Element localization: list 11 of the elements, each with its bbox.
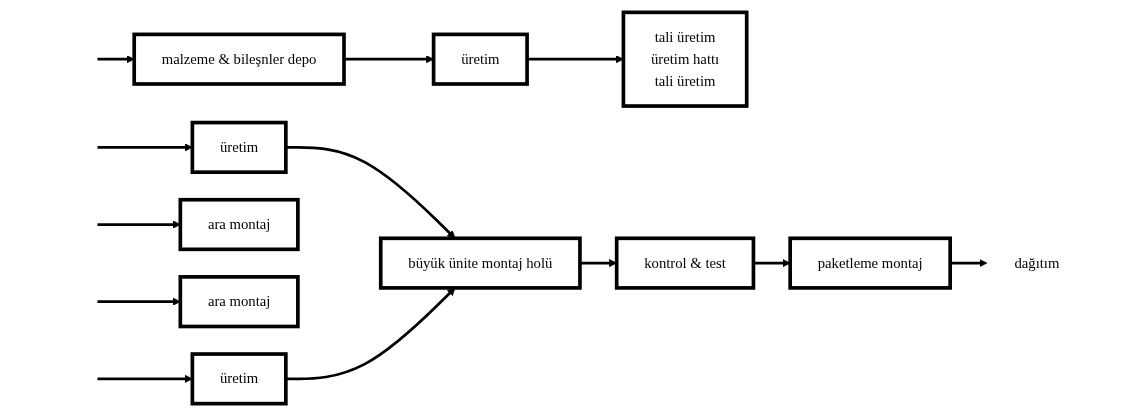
node-box: üretim	[190, 120, 289, 174]
node-box: ara montaj	[178, 197, 301, 252]
node-box: ara montaj	[178, 275, 301, 329]
node-box: paketleme montaj	[788, 236, 953, 290]
node-box: üretim	[190, 352, 289, 406]
node-box: üretim	[432, 32, 530, 86]
node-text: dağıtım	[1014, 254, 1060, 271]
node-box: büyük ünite montaj holü	[379, 236, 583, 290]
node-box: kontrol & test	[615, 236, 756, 290]
node-box: malzeme & bileşnler depo	[132, 32, 347, 86]
node-box: tali üretim üretim hattı tali üretim	[621, 10, 749, 108]
